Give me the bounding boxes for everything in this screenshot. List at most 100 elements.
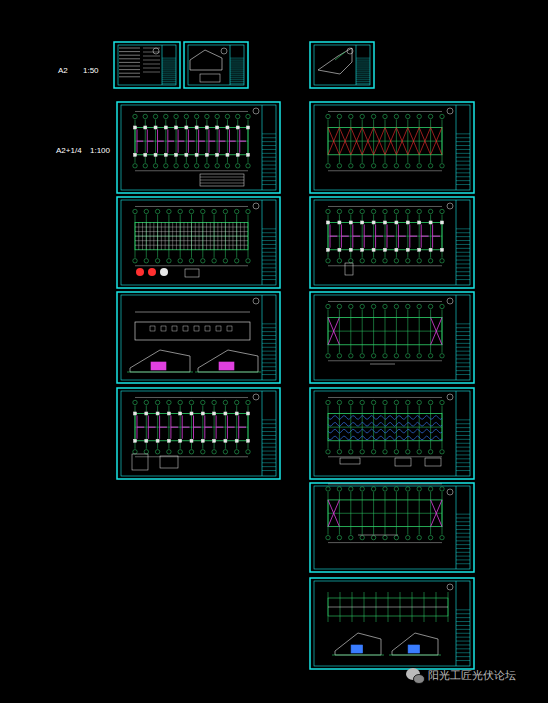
- axis-bubble: [383, 209, 387, 213]
- cad-line: [262, 466, 276, 467]
- axis-bubble: [349, 400, 353, 404]
- axis-bubble: [360, 259, 364, 263]
- axis-bubble: [337, 450, 341, 454]
- cad-line: [239, 427, 246, 428]
- axis-bubble: [223, 209, 227, 213]
- cad-line: [456, 260, 470, 261]
- cad-line: [240, 141, 246, 142]
- axis-bubble: [406, 450, 410, 454]
- cad-line: [456, 521, 470, 522]
- cad-line: [419, 309, 420, 352]
- cad-line: [456, 267, 470, 268]
- cad-line: [262, 451, 276, 452]
- cad-rect: [310, 483, 474, 572]
- detail-symbol: [148, 268, 156, 276]
- cad-rect: [314, 45, 370, 85]
- cad-line: [230, 45, 231, 85]
- cad-line: [157, 405, 158, 448]
- axis-bubble: [394, 354, 398, 358]
- cad-line: [262, 343, 276, 344]
- detail-symbol: [136, 268, 144, 276]
- axis-bubble: [184, 164, 188, 168]
- axis-bubble: [167, 400, 171, 404]
- cad-line: [456, 625, 470, 626]
- cad-line: [407, 309, 408, 352]
- cad-line: [387, 224, 388, 247]
- sheet-mark: [447, 203, 453, 209]
- axis-bubble: [371, 114, 375, 118]
- cad-line: [147, 129, 148, 152]
- cad-rect: [314, 581, 470, 666]
- cad-line: [167, 129, 168, 152]
- cad-line: [419, 127, 430, 154]
- cad-line: [188, 141, 194, 142]
- cad-rect: [384, 248, 387, 251]
- cad-line: [456, 529, 470, 530]
- cad-line: [350, 405, 351, 448]
- cad-line: [143, 52, 160, 53]
- cad-line: [119, 62, 140, 63]
- axis-bubble: [236, 164, 240, 168]
- axis-bubble: [383, 487, 387, 491]
- cad-line: [351, 127, 362, 154]
- axis-bubble: [406, 259, 410, 263]
- cad-line: [262, 391, 263, 476]
- cad-line: [147, 141, 153, 142]
- cad-line: [208, 129, 209, 152]
- axis-bubble: [178, 209, 182, 213]
- axis-bubble: [406, 354, 410, 358]
- cad-line: [135, 119, 136, 162]
- drawing-sheet: [310, 578, 474, 669]
- sheet-mark: [447, 298, 453, 304]
- cad-line: [456, 256, 470, 257]
- cad-line: [456, 443, 470, 444]
- axis-bubble: [326, 487, 330, 491]
- cad-line: [396, 127, 407, 154]
- cad-rect: [200, 74, 220, 82]
- cad-line: [407, 119, 408, 162]
- cad-rect: [194, 326, 199, 331]
- axis-bubble: [383, 400, 387, 404]
- cad-line: [396, 405, 397, 448]
- axis-bubble: [349, 535, 353, 539]
- cad-line: [135, 245, 248, 246]
- axis-bubble: [225, 114, 229, 118]
- cad-line: [456, 240, 470, 241]
- cad-rect: [351, 645, 363, 653]
- cad-line: [362, 492, 363, 535]
- axis-bubble: [235, 259, 239, 263]
- axis-bubble: [212, 450, 216, 454]
- cad-line: [262, 470, 276, 471]
- axis-bubble: [164, 164, 168, 168]
- cad-line: [456, 137, 470, 138]
- cad-line: [456, 423, 470, 424]
- cad-line: [262, 327, 276, 328]
- cad-line: [143, 56, 160, 57]
- cad-line: [456, 617, 470, 618]
- axis-bubble: [189, 209, 193, 213]
- axis-bubble: [215, 164, 219, 168]
- cad-line: [385, 405, 386, 448]
- cad-line: [456, 362, 470, 363]
- cad-line: [431, 317, 442, 344]
- cad-rect: [406, 221, 409, 224]
- cad-line: [127, 372, 193, 373]
- cad-line: [356, 69, 370, 70]
- detail-symbol: [160, 268, 168, 276]
- axis-bubble: [394, 535, 398, 539]
- cad-line: [262, 358, 276, 359]
- cad-rect: [151, 362, 166, 370]
- cad-line: [456, 439, 470, 440]
- cad-line: [119, 51, 140, 52]
- cad-line: [456, 157, 470, 158]
- cad-line: [430, 405, 431, 448]
- cad-line: [162, 65, 176, 66]
- axis-bubble: [143, 114, 147, 118]
- cad-line: [456, 232, 470, 233]
- cad-line: [230, 77, 244, 78]
- watermark: 阳光工匠光伏论坛: [428, 668, 516, 683]
- axis-bubble: [201, 450, 205, 454]
- cad-line: [206, 119, 207, 162]
- cad-line: [456, 168, 470, 169]
- cad-line: [456, 486, 457, 569]
